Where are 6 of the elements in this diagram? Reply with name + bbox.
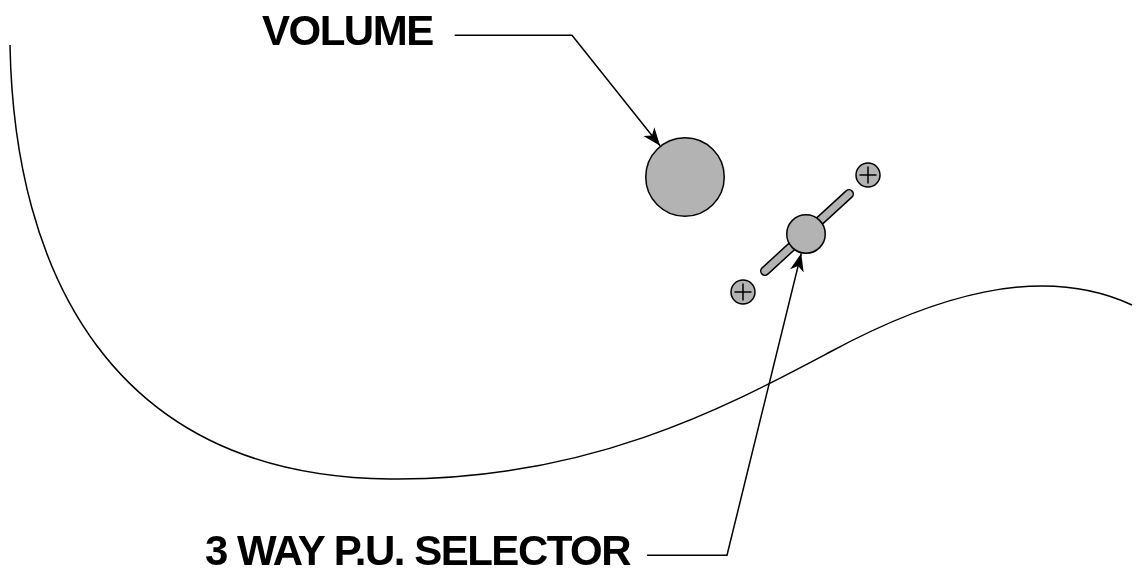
part-label: VOLUME <box>262 10 433 52</box>
leader-line <box>453 34 661 147</box>
leader-line <box>646 252 804 556</box>
selector-knob <box>786 214 826 254</box>
part-label: 3 WAY P.U. SELECTOR <box>205 530 631 572</box>
volume-knob <box>645 137 725 217</box>
